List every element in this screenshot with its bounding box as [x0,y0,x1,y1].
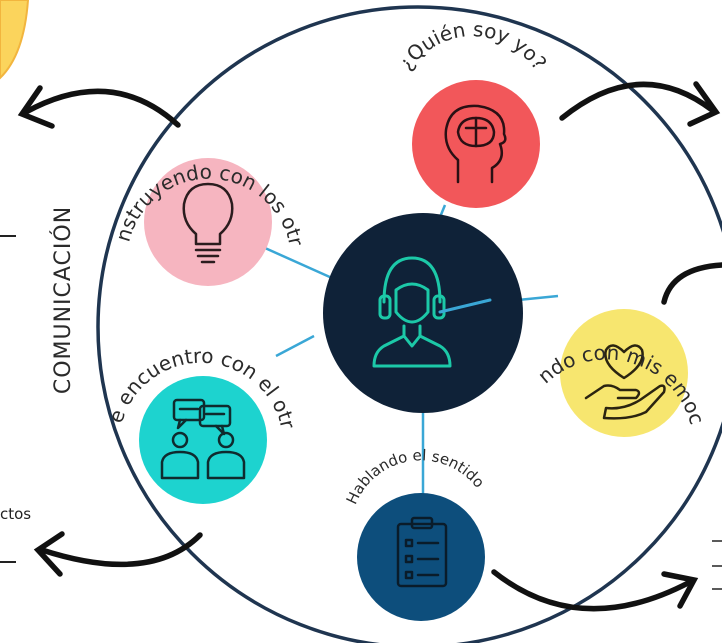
arrow-right-mid [661,262,722,305]
arrow-head-bottom-left [33,531,65,577]
connector-top-left [264,246,333,280]
arrow-head-bottom-right [661,571,699,609]
hand-heart-icon [584,344,666,420]
node-construyendo [144,158,272,286]
connectors [264,204,559,496]
arrow-head-top-left [17,85,55,129]
arrows [17,81,722,612]
outer-ring [96,5,722,643]
people-chat-icon [160,398,246,480]
arrow-top-left [23,88,181,128]
node-circle [139,376,267,504]
lightbulb-icon [182,182,234,264]
center-circle [323,213,523,413]
corner-note-shape [0,0,30,80]
node-hablando-sentido [357,493,485,621]
arrow-bottom-right [491,569,693,612]
center-node [323,213,523,413]
arrow-head-top-right [687,81,721,127]
side-label-comunicacion: COMUNICACIÓN [50,206,76,394]
connector-bottom-left [275,334,315,358]
node-circle [357,493,485,621]
node-me-encuentro [139,376,267,504]
connector-right [517,294,559,302]
head-brain-icon [444,104,507,184]
edge-text-fragment: ctos [0,505,32,523]
node-emociones [560,309,688,437]
node-circle [560,309,688,437]
arrow-top-right [559,81,715,121]
arrow-bottom-left [39,532,203,568]
clipboard-list-icon [396,516,448,588]
person-headset-icon [372,256,492,368]
node-quien-soy-yo [412,80,540,208]
node-circle [144,158,272,286]
